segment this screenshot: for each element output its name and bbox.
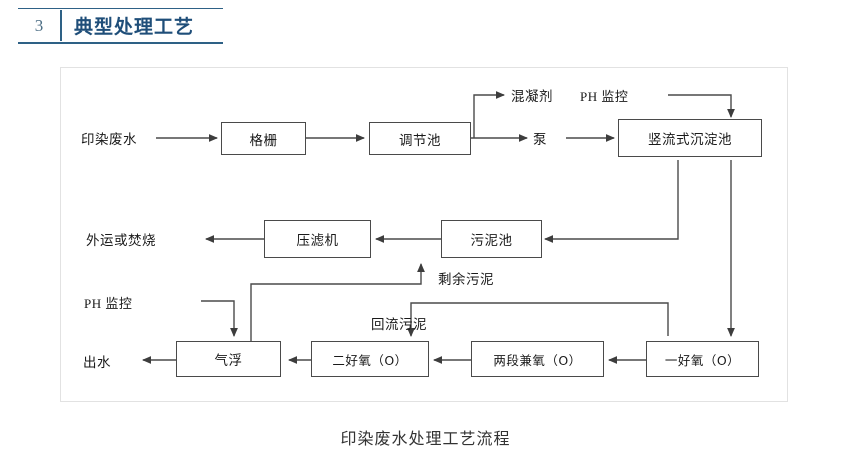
node-vertical-settling-tank[interactable]: 竖流式沉淀池 [618,119,762,157]
label-return-sludge: 回流污泥 [371,317,427,333]
node-air-flotation[interactable]: 气浮 [176,341,281,377]
label-coagulant: 混凝剂 [511,89,553,105]
label-influent: 印染废水 [81,132,137,148]
node-sludge-pool[interactable]: 污泥池 [441,220,542,258]
flowchart-connectors [142,91,735,364]
label-excess-sludge: 剩余污泥 [438,272,494,288]
node-filter-press[interactable]: 压滤机 [264,220,371,258]
section-number: 3 [34,16,44,35]
figure-frame: 格栅 调节池 竖流式沉淀池 压滤机 污泥池 气浮 二好氧（O） 两段兼氧（O） … [60,67,788,402]
label-ph-monitor-top: PH 监控 [580,89,629,104]
section-header: 3 典型处理工艺 [18,8,223,44]
figure-caption: 印染废水处理工艺流程 [340,429,511,448]
label-effluent: 出水 [83,355,111,371]
header-divider [60,10,62,41]
label-pump: 泵 [533,132,547,148]
label-ph-monitor-left: PH 监控 [84,296,133,311]
page-title: 典型处理工艺 [74,17,195,38]
node-aerobic-first[interactable]: 一好氧（O） [646,341,759,377]
node-aerobic-second[interactable]: 二好氧（O） [311,341,429,377]
label-haul-or-burn: 外运或焚烧 [86,233,156,249]
node-grille[interactable]: 格栅 [221,122,306,155]
node-regulating-tank[interactable]: 调节池 [369,122,471,155]
node-two-stage-anoxic[interactable]: 两段兼氧（O） [471,341,604,377]
